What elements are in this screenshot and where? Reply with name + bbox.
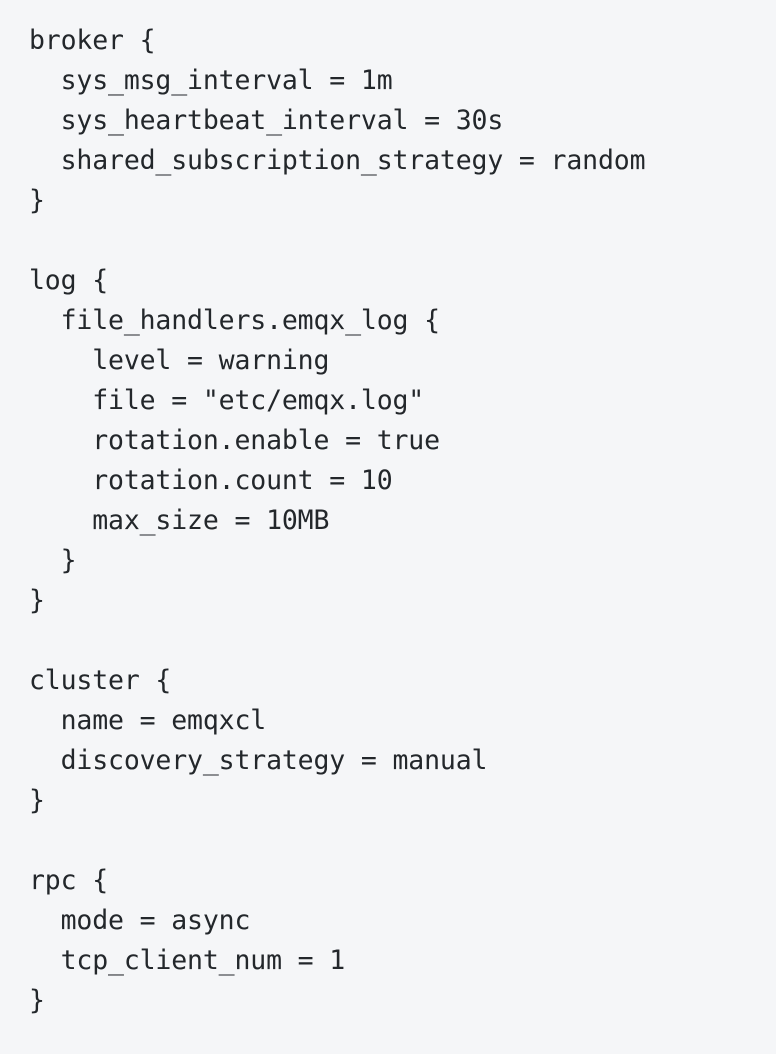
code-line: level = warning (29, 345, 330, 376)
code-line: } (29, 585, 45, 616)
code-line: broker { (29, 25, 156, 56)
code-line: } (29, 785, 45, 816)
code-line: rpc { (29, 865, 109, 896)
code-line: sys_msg_interval = 1m (29, 65, 393, 96)
code-line-blank (29, 821, 776, 861)
code-line: rotation.enable = true (29, 425, 440, 456)
code-line: discovery_strategy = manual (29, 745, 488, 776)
code-line: } (29, 545, 77, 576)
code-line: file = "etc/emqx.log" (29, 385, 425, 416)
code-line: sys_heartbeat_interval = 30s (29, 105, 504, 136)
code-line: tcp_client_num = 1 (29, 945, 346, 976)
code-line: max_size = 10MB (29, 505, 330, 536)
code-line: cluster { (29, 665, 172, 696)
code-line: name = emqxcl (29, 705, 267, 736)
code-line: shared_subscription_strategy = random (29, 145, 646, 176)
code-line: } (29, 985, 45, 1016)
code-line-blank (29, 221, 776, 261)
code-line: log { (29, 265, 109, 296)
code-line: file_handlers.emqx_log { (29, 305, 440, 336)
code-line: rotation.count = 10 (29, 465, 393, 496)
code-line: mode = async (29, 905, 251, 936)
code-line: } (29, 185, 45, 216)
code-line-blank (29, 621, 776, 661)
